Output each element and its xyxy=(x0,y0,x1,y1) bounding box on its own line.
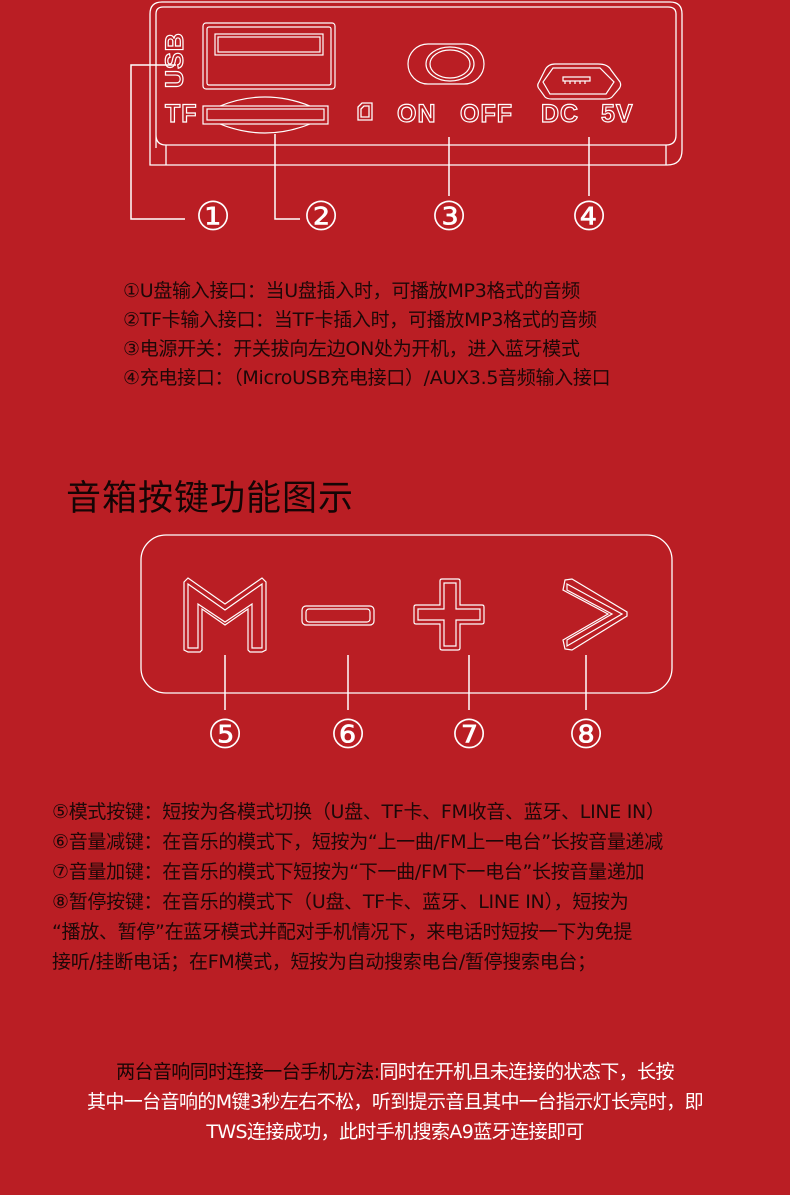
key-desc-pause-cont-2: 接听/挂断电话；在FM模式，短按为自动搜索电台/暂停搜索电台； xyxy=(52,951,596,973)
off-label: OFF xyxy=(459,99,513,128)
callout-3: ③ xyxy=(431,194,467,240)
usb-port-icon xyxy=(202,22,336,90)
callout-8: ⑧ xyxy=(568,712,604,758)
power-switch-icon xyxy=(407,43,485,85)
section-title: 音箱按键功能图示 xyxy=(66,479,355,519)
tws-line-1: 两台音响同时连接一台手机方法:同时在开机且未连接的状态下，长按 xyxy=(0,1057,790,1087)
port-panel-outline xyxy=(130,1,683,220)
port-desc-power: ③电源开关：开关拔向左边ON处为开机，进入蓝牙模式 xyxy=(123,338,580,360)
callout-5: ⑤ xyxy=(207,712,243,758)
port-desc-tf: ②TF卡输入接口：当TF卡插入时，可播放MP3格式的音频 xyxy=(123,309,597,331)
callout-line-1 xyxy=(130,64,185,220)
on-label: ON xyxy=(396,99,437,128)
callout-1: ① xyxy=(195,194,231,240)
key-descriptions: ⑤模式按键：短按为各模式切换（U盘、TF卡、FM收音、蓝牙、LINE IN） ⑥… xyxy=(52,797,665,977)
tws-pairing-note: 两台音响同时连接一台手机方法:同时在开机且未连接的状态下，长按 其中一台音响的M… xyxy=(0,1057,790,1147)
tws-heading: 两台音响同时连接一台手机方法: xyxy=(116,1061,380,1083)
plus-icon xyxy=(413,578,485,651)
sd-card-icon xyxy=(357,102,373,121)
button-panel-outline xyxy=(140,534,673,710)
key-desc-pause-cont-1: “播放、暂停”在蓝牙模式并配对手机情况下，来电话时短按一下为免提 xyxy=(52,921,633,943)
tws-line-3: TWS连接成功，此时手机搜索A9蓝牙连接即可 xyxy=(206,1121,584,1143)
5v-label: 5V xyxy=(600,99,634,128)
callout-6: ⑥ xyxy=(330,712,366,758)
callout-7: ⑦ xyxy=(451,712,487,758)
play-next-chevron-icon xyxy=(562,578,628,651)
key-desc-volume-down: ⑥音量减键：在音乐的模式下，短按为“上一曲/FM上一电台”长按音量递减 xyxy=(52,831,663,853)
key-desc-pause: ⑧暂停按键：在音乐的模式下（U盘、TF卡、蓝牙、LINE IN），短按为 xyxy=(52,891,629,913)
mode-m-icon xyxy=(183,577,267,653)
callout-line-2 xyxy=(274,134,300,220)
dc-label: DC xyxy=(540,99,580,128)
port-desc-usb: ①U盘输入接口：当U盘插入时，可播放MP3格式的音频 xyxy=(123,280,580,302)
callout-2: ② xyxy=(303,194,339,240)
tws-line-2: 其中一台音响的M键3秒左右不松，听到提示音且其中一台指示灯长亮时，即 xyxy=(86,1091,704,1113)
key-desc-volume-up: ⑦音量加键：在音乐的模式下短按为“下一曲/FM下一电台”长按音量递加 xyxy=(52,861,645,883)
port-desc-charge: ④充电接口：（MicroUSB充电接口）/AUX3.5音频输入接口 xyxy=(123,367,611,389)
port-descriptions: ①U盘输入接口：当U盘插入时，可播放MP3格式的音频 ②TF卡输入接口：当TF卡… xyxy=(123,277,611,393)
callout-4: ④ xyxy=(571,194,607,240)
key-desc-mode: ⑤模式按键：短按为各模式切换（U盘、TF卡、FM收音、蓝牙、LINE IN） xyxy=(52,801,665,823)
tf-slot-icon xyxy=(202,96,329,134)
minus-icon xyxy=(301,605,375,626)
micro-usb-port-icon xyxy=(537,63,622,100)
tws-line-1-rest: 同时在开机且未连接的状态下，长按 xyxy=(379,1061,675,1083)
tf-label: TF xyxy=(164,99,198,128)
